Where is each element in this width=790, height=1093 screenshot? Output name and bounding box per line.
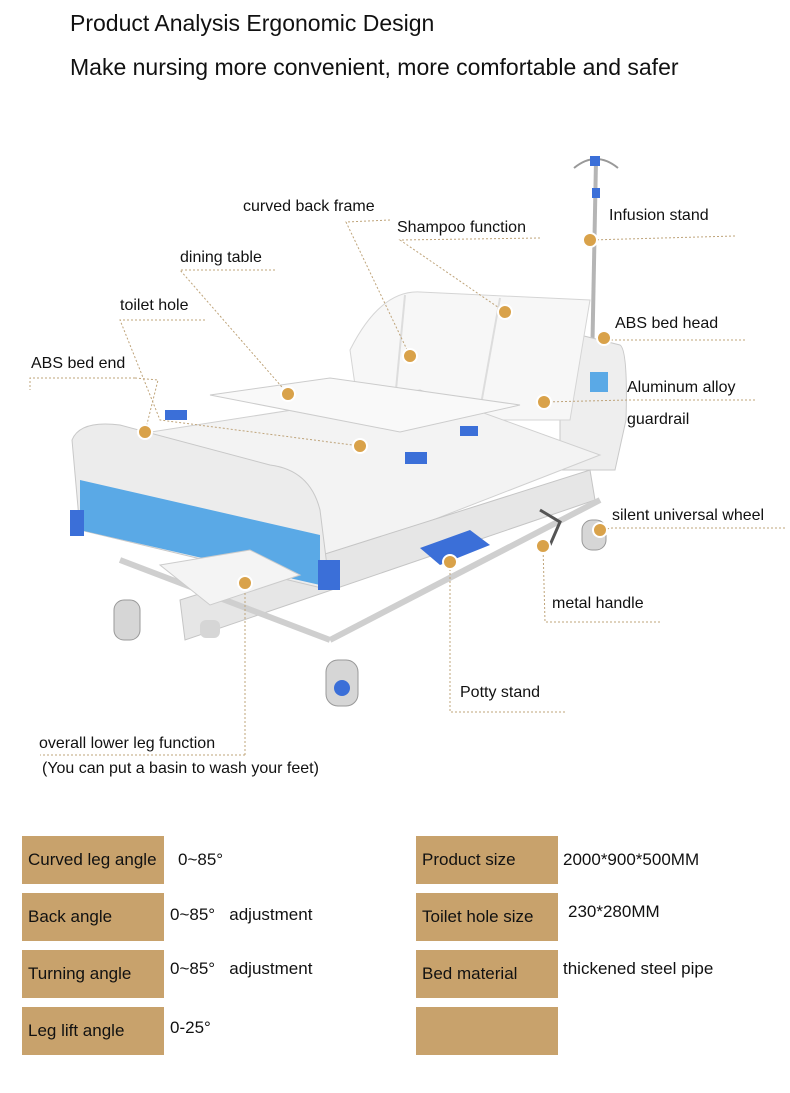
- spec-value-leg-lift-angle: 0-25°: [170, 1018, 211, 1037]
- callout-dot: [402, 348, 418, 364]
- label-potty-stand: Potty stand: [460, 684, 541, 701]
- page-title: Product Analysis Ergonomic Design: [70, 10, 435, 36]
- spec-value-toilet-hole-size: 230*280MM: [568, 902, 660, 921]
- label-dining-table: dining table: [180, 249, 262, 266]
- label-silent-universal-wheel: silent universal wheel: [612, 507, 765, 524]
- spec-label-bed-material: Bed material: [416, 950, 558, 998]
- potty-stand: [420, 530, 490, 565]
- hospital-bed-illustration: [70, 156, 627, 707]
- label-abs-bed-end: ABS bed end: [31, 355, 126, 372]
- spec-value-curved-leg-angle: 0~85°: [178, 850, 224, 869]
- spec-value-turning-angle: 0~85° adjustment: [170, 959, 313, 978]
- label-abs-bed-head: ABS bed head: [615, 315, 719, 332]
- label-guardrail: guardrail: [627, 411, 690, 428]
- bed-wheels: [113, 519, 607, 707]
- callout-dot: [592, 522, 608, 538]
- spec-label-curved-leg-angle: Curved leg angle: [22, 836, 164, 884]
- lower-leg-basin: [158, 549, 302, 606]
- spec-label-turning-angle: Turning angle: [22, 950, 164, 998]
- callout-dot: [536, 394, 552, 410]
- callout-dot: [137, 424, 153, 440]
- spec-value-bed-material: thickened steel pipe: [563, 959, 714, 978]
- spec-label-back-angle: Back angle: [22, 893, 164, 941]
- metal-handle-crank: [539, 508, 562, 546]
- spec-label-leg-lift-angle: Leg lift angle: [22, 1007, 164, 1055]
- callout-dot: [582, 232, 598, 248]
- label-infusion-stand: Infusion stand: [609, 207, 709, 224]
- label-aluminum-alloy: Aluminum alloy: [627, 379, 736, 396]
- spec-value-product-size: 2000*900*500MM: [563, 850, 700, 869]
- spec-value-back-angle: 0~85° adjustment: [170, 905, 313, 924]
- callout-dot: [497, 304, 513, 320]
- bed-backrest: [349, 291, 591, 421]
- label-shampoo-function: Shampoo function: [397, 219, 526, 236]
- label-curved-back-frame: curved back frame: [243, 198, 375, 215]
- label-metal-handle: metal handle: [552, 595, 644, 612]
- callout-leader-lines: [29, 219, 785, 756]
- callout-dot: [280, 386, 296, 402]
- callout-dot: [442, 554, 458, 570]
- callout-dot: [596, 330, 612, 346]
- spec-label-toilet-hole-size: Toilet hole size: [416, 893, 558, 941]
- label-toilet-hole: toilet hole: [120, 297, 189, 314]
- label-basin-note: (You can put a basin to wash your feet): [42, 760, 319, 777]
- spec-label-empty: [416, 1007, 558, 1055]
- callout-dot: [535, 538, 551, 554]
- callout-dot: [352, 438, 368, 454]
- label-overall-lower-leg: overall lower leg function: [39, 735, 216, 752]
- page-subtitle: Make nursing more convenient, more comfo…: [70, 54, 679, 80]
- callout-dot: [237, 575, 253, 591]
- spec-label-product-size: Product size: [416, 836, 558, 884]
